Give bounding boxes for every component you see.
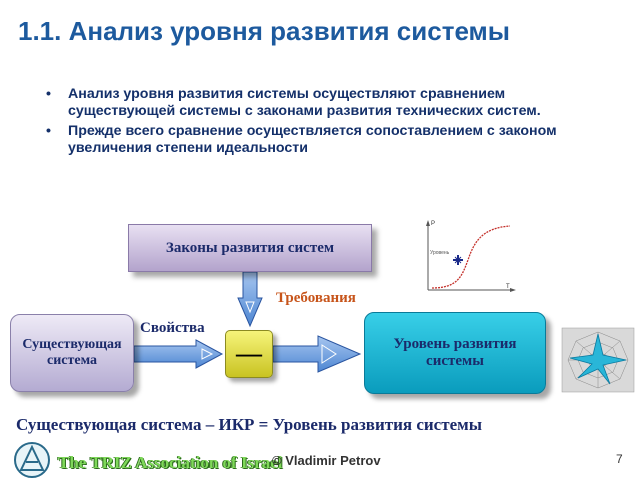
laws-of-development-box: Законы развития систем bbox=[128, 224, 372, 272]
s-curve-label: Уровень bbox=[430, 250, 450, 256]
slide-title: 1.1. Анализ уровня развития системы bbox=[18, 16, 510, 46]
bullet-item: • Анализ уровня развития системы осуществ… bbox=[46, 86, 616, 120]
radar-chart-thumbnail bbox=[561, 327, 635, 393]
existing-system-box: Существующая система bbox=[10, 314, 134, 392]
bullet-text: Прежде всего сравнение осуществляется со… bbox=[68, 123, 557, 156]
current-position-star bbox=[453, 255, 463, 265]
radar-shape bbox=[569, 333, 627, 385]
bullet-text: Анализ уровня развития системы осуществл… bbox=[68, 86, 541, 119]
page-number: 7 bbox=[616, 452, 623, 466]
bullet-item: • Прежде всего сравнение осуществляется с… bbox=[46, 123, 616, 157]
formula-text: Существующая система – ИКР = Уровень раз… bbox=[16, 415, 482, 434]
author-credit: © Vladimir Petrov bbox=[272, 453, 381, 468]
requirements-label: Требования bbox=[276, 290, 356, 306]
s-curve-y-letter: P bbox=[431, 221, 435, 227]
s-curve-thumbnail: P T Уровень bbox=[426, 220, 516, 292]
s-curve-x-letter: T bbox=[506, 284, 510, 290]
requirements-arrow bbox=[237, 271, 263, 328]
bullet-dot: • bbox=[46, 123, 51, 139]
development-level-box: Уровень развития системы bbox=[364, 312, 546, 394]
association-name: The TRIZ Association of Israel bbox=[58, 453, 283, 472]
triz-logo-icon bbox=[14, 442, 50, 478]
bullet-list: • Анализ уровня развития системы осуществ… bbox=[46, 86, 616, 160]
result-arrow bbox=[272, 335, 362, 373]
properties-arrow bbox=[133, 339, 224, 369]
bullet-dot: • bbox=[46, 86, 51, 102]
minus-operator-box: — bbox=[225, 330, 273, 378]
s-curve-line bbox=[431, 225, 511, 289]
properties-label: Свойства bbox=[140, 320, 205, 336]
